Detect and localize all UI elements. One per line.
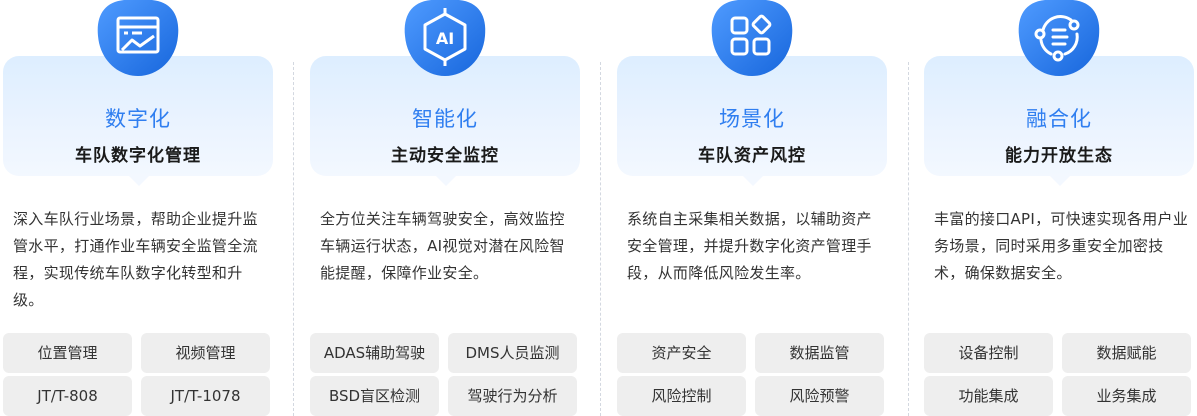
- feature-subtitle: 能力开放生态: [1005, 146, 1113, 166]
- tag-button[interactable]: JT/T-808: [3, 376, 132, 416]
- tag-button[interactable]: 驾驶行为分析: [448, 376, 577, 416]
- feature-column-scenario: 场景化 车队资产风控 系统自主采集相关数据，以辅助资产安全管理，并提升数字化资产…: [617, 0, 887, 416]
- tag-button[interactable]: 资产安全: [617, 333, 746, 373]
- feature-subtitle: 车队数字化管理: [75, 146, 201, 166]
- feature-description: 全方位关注车辆驾驶安全，高效监控车辆运行状态，AI视觉对潜在风险智能提醒，保障作…: [320, 210, 565, 282]
- tag-button[interactable]: 功能集成: [924, 376, 1053, 416]
- chart-window-icon: [97, 0, 179, 76]
- feature-column-intelligent: AI 智能化 主动安全监控 全方位关注车辆驾驶安全，高效监控车辆运行状态，AI视…: [310, 0, 580, 416]
- feature-subtitle: 主动安全监控: [391, 146, 499, 166]
- svg-text:AI: AI: [436, 29, 454, 48]
- tag-button[interactable]: 数据赋能: [1062, 333, 1191, 373]
- column-divider: [293, 62, 294, 416]
- column-divider: [600, 62, 601, 416]
- column-divider: [908, 62, 909, 416]
- feature-description: 深入车队行业场景，帮助企业提升监管水平，打通作业车辆安全监管全流程，实现传统车队…: [13, 210, 258, 309]
- integration-icon: [1018, 0, 1100, 76]
- ai-chip-icon: AI: [404, 0, 486, 76]
- tag-button[interactable]: 数据监管: [755, 333, 884, 373]
- tag-button[interactable]: BSD盲区检测: [310, 376, 439, 416]
- feature-column-integration: 融合化 能力开放生态 丰富的接口API，可快速实现各用户业务场景，同时采用多重安…: [924, 0, 1194, 416]
- tag-button[interactable]: 设备控制: [924, 333, 1053, 373]
- tag-button[interactable]: 位置管理: [3, 333, 132, 373]
- feature-title: 融合化: [1026, 107, 1092, 131]
- feature-title: 智能化: [412, 107, 478, 131]
- feature-subtitle: 车队资产风控: [698, 146, 806, 166]
- tag-button[interactable]: DMS人员监测: [448, 333, 577, 373]
- tag-button[interactable]: ADAS辅助驾驶: [310, 333, 439, 373]
- feature-title: 场景化: [719, 107, 785, 131]
- tag-button[interactable]: 视频管理: [141, 333, 270, 373]
- feature-title: 数字化: [105, 107, 171, 131]
- tag-button[interactable]: 业务集成: [1062, 376, 1191, 416]
- apps-grid-icon: [711, 0, 793, 76]
- feature-column-digital: 数字化 车队数字化管理 深入车队行业场景，帮助企业提升监管水平，打通作业车辆安全…: [3, 0, 273, 416]
- tag-button[interactable]: 风险控制: [617, 376, 746, 416]
- tag-button[interactable]: JT/T-1078: [141, 376, 270, 416]
- feature-description: 丰富的接口API，可快速实现各用户业务场景，同时采用多重安全加密技术，确保数据安…: [934, 210, 1189, 282]
- feature-description: 系统自主采集相关数据，以辅助资产安全管理，并提升数字化资产管理手段，从而降低风险…: [627, 210, 872, 282]
- tag-button[interactable]: 风险预警: [755, 376, 884, 416]
